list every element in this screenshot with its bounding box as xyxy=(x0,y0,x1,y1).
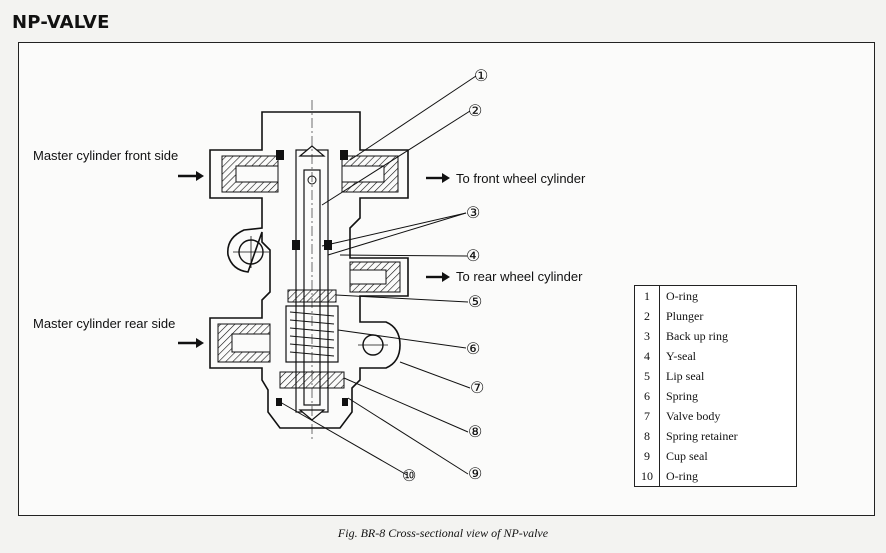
legend-row: 8 Spring retainer xyxy=(634,426,797,446)
legend-part-name: Spring retainer xyxy=(666,428,738,443)
legend-row: 7 Valve body xyxy=(634,406,797,426)
legend-number: 3 xyxy=(634,326,660,346)
legend-number: 5 xyxy=(634,366,660,386)
callout-5: ⑤ xyxy=(468,294,483,311)
label-to-rear-wheel-cylinder: To rear wheel cylinder xyxy=(456,269,583,284)
legend-number: 9 xyxy=(634,446,660,466)
legend-part-name: Spring xyxy=(666,388,699,403)
page-title: NP-VALVE xyxy=(12,12,110,33)
legend-row: 3 Back up ring xyxy=(634,326,797,346)
legend-row: 1 O-ring xyxy=(634,285,797,306)
callout-10: ⑩ xyxy=(402,468,417,485)
legend-number: 2 xyxy=(634,306,660,326)
callout-9: ⑨ xyxy=(468,466,483,483)
legend-part-name: Cup seal xyxy=(666,448,708,463)
callout-2: ② xyxy=(468,103,483,120)
callout-1: ① xyxy=(474,68,489,85)
legend-part-name: O-ring xyxy=(666,288,698,303)
legend-row: 5 Lip seal xyxy=(634,366,797,386)
legend-part-name: O-ring xyxy=(666,468,698,483)
callout-4: ④ xyxy=(466,248,481,265)
legend-number: 7 xyxy=(634,406,660,426)
legend-number: 8 xyxy=(634,426,660,446)
label-master-cylinder-rear-side: Master cylinder rear side xyxy=(33,316,176,331)
legend-row: 4 Y-seal xyxy=(634,346,797,366)
figure-caption: Fig. BR-8 Cross-sectional view of NP-val… xyxy=(337,526,549,540)
legend-part-name: Lip seal xyxy=(666,368,705,383)
legend-number: 1 xyxy=(634,285,660,306)
legend-number: 6 xyxy=(634,386,660,406)
legend-part-name: Y-seal xyxy=(666,348,696,363)
callout-8: ⑧ xyxy=(468,424,483,441)
legend-row: 2 Plunger xyxy=(634,306,797,326)
callout-3: ③ xyxy=(466,205,481,222)
label-master-cylinder-front-side: Master cylinder front side xyxy=(33,148,179,163)
label-to-front-wheel-cylinder: To front wheel cylinder xyxy=(456,171,586,186)
callout-6: ⑥ xyxy=(466,341,481,358)
legend-part-name: Back up ring xyxy=(666,328,728,343)
legend-part-name: Valve body xyxy=(666,408,721,423)
legend-number: 10 xyxy=(634,466,660,487)
callout-7: ⑦ xyxy=(470,380,485,397)
valve-body-outline xyxy=(209,111,409,429)
legend-number: 4 xyxy=(634,346,660,366)
legend-part-name: Plunger xyxy=(666,308,704,323)
legend-row: 10 O-ring xyxy=(634,466,797,487)
legend-row: 6 Spring xyxy=(634,386,797,406)
legend-row: 9 Cup seal xyxy=(634,446,797,466)
